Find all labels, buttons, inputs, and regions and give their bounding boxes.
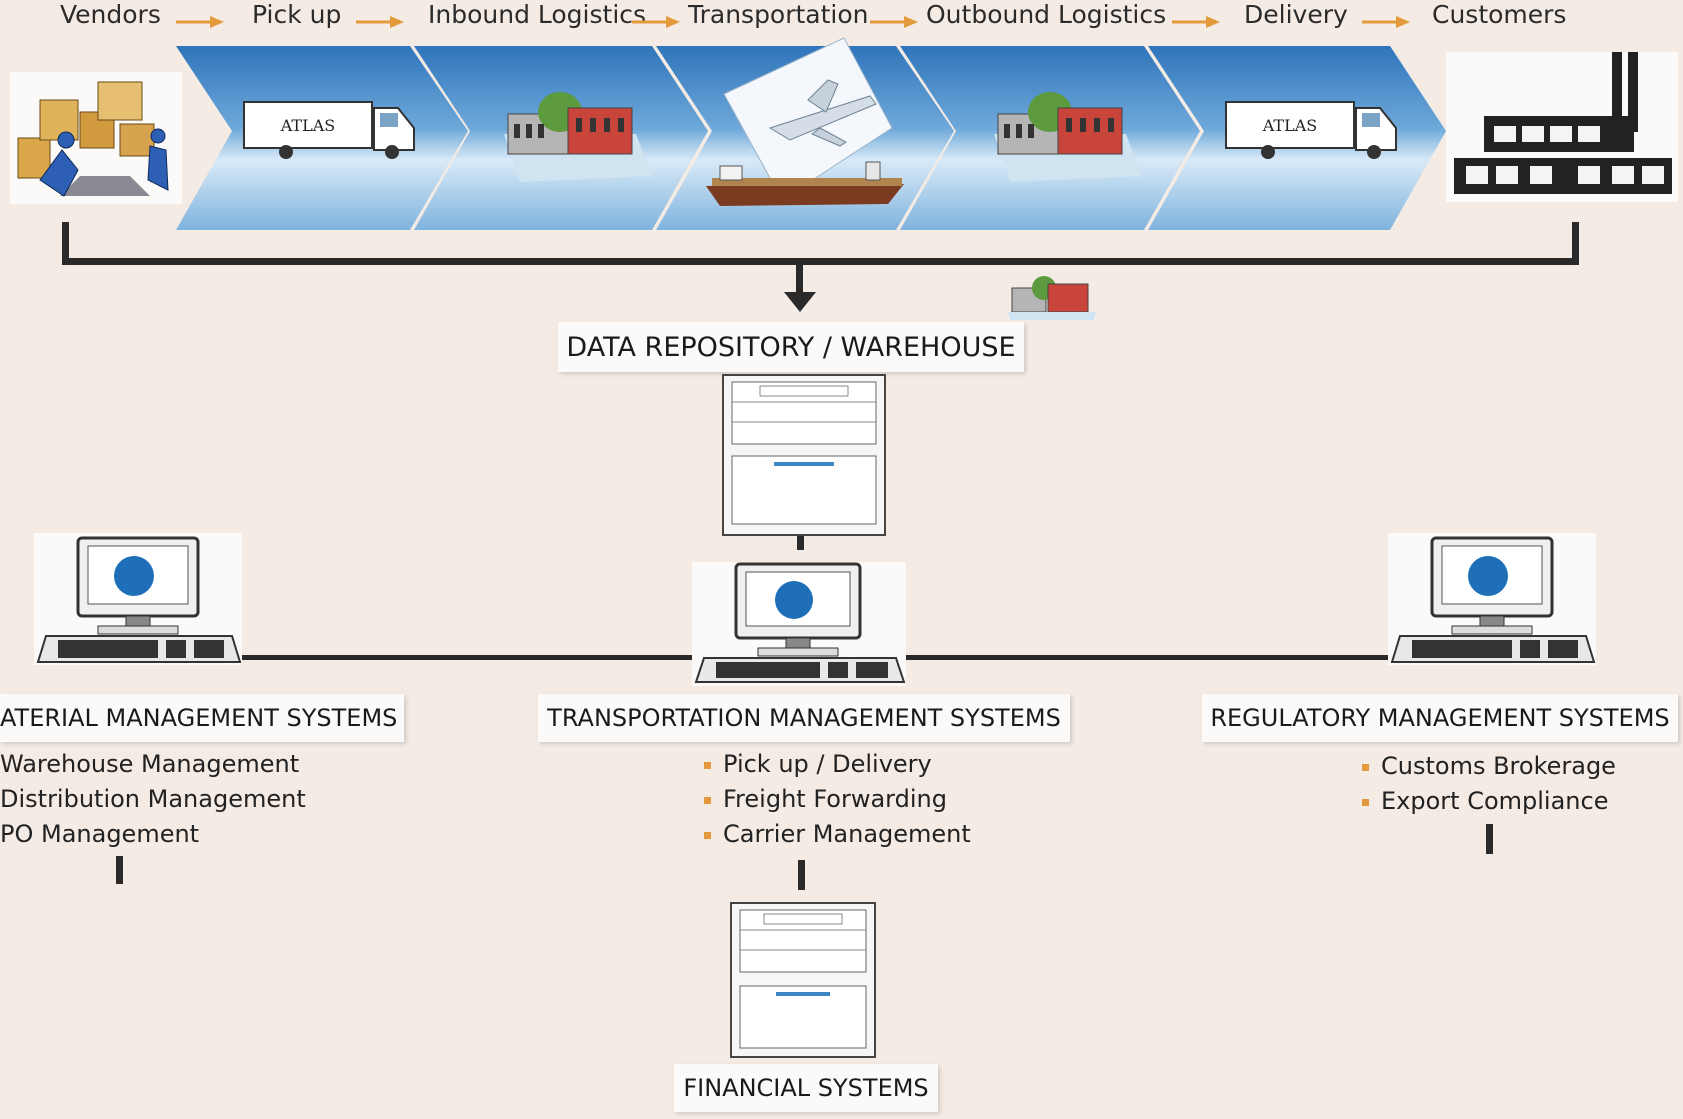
truck-icon: ATLAS [243,101,415,159]
list-item: Distribution Management [0,785,306,813]
computer-icon [1390,536,1596,663]
list-item: Carrier Management [704,817,971,852]
server-icon [730,902,876,1058]
material-connector [116,856,123,884]
data-repository-label: DATA REPOSITORY / WAREHOUSE [558,322,1024,372]
svg-text:ATLAS: ATLAS [280,116,336,135]
stage-label-delivery: Delivery [1244,0,1348,29]
list-item: Freight Forwarding [704,782,971,817]
list-item: Customs Brokerage [1362,749,1616,784]
list-item: PO Management [0,820,200,848]
material-systems-title: ATERIAL MANAGEMENT SYSTEMS [0,704,398,732]
collector-right-drop [1572,222,1579,264]
list-item: Pick up / Delivery [704,747,971,782]
hub-connector [797,536,804,550]
financial-systems-label: FINANCIAL SYSTEMS [674,1064,938,1112]
collector-left-drop [62,222,69,264]
warehouse-building-icon [1008,276,1096,320]
cargo-ship-icon [706,161,904,206]
transportation-connector [798,860,805,890]
flow-arrow-icon [356,16,404,28]
stage-label-pickup: Pick up [252,0,342,29]
computer-icon [694,562,906,683]
truck-icon: ATLAS [1225,101,1397,159]
flow-arrow-icon [870,16,918,28]
boxes-icon [17,81,169,197]
stage-label-transportation: Transportation [688,0,869,29]
stage-label-vendors: Vendors [60,0,161,29]
transportation-systems-list: Pick up / Delivery Freight Forwarding Ca… [704,747,971,852]
collector-line [62,258,1579,265]
material-systems-label: ATERIAL MANAGEMENT SYSTEMS [0,694,404,742]
transportation-systems-label: TRANSPORTATION MANAGEMENT SYSTEMS [538,694,1070,742]
warehouse-building-icon [994,92,1142,182]
list-item: Warehouse Management [0,750,300,778]
server-icon [722,374,886,536]
flow-arrow-icon [1172,16,1220,28]
flow-arrow-icon [176,16,224,28]
regulatory-systems-list: Customs Brokerage Export Compliance [1362,749,1616,819]
supply-chain-band: ATLAS ATLAS [10,37,1678,230]
computer-icon [36,536,242,663]
factory-icon [1454,52,1672,194]
warehouse-building-icon [504,92,652,182]
down-arrow-icon [784,292,816,312]
stage-label-outbound: Outbound Logistics [926,0,1167,29]
regulatory-connector [1486,824,1493,854]
flow-arrow-icon [632,16,680,28]
regulatory-systems-label: REGULATORY MANAGEMENT SYSTEMS [1202,694,1678,742]
svg-text:ATLAS: ATLAS [1262,116,1318,135]
stage-label-inbound: Inbound Logistics [428,0,647,29]
stage-label-customers: Customers [1432,0,1567,29]
collector-stem [796,262,803,296]
material-systems-list: Warehouse Management Distribution Manage… [0,747,306,852]
list-item: Export Compliance [1362,784,1616,819]
flow-arrow-icon [1362,16,1410,28]
airplane-icon [723,37,893,201]
